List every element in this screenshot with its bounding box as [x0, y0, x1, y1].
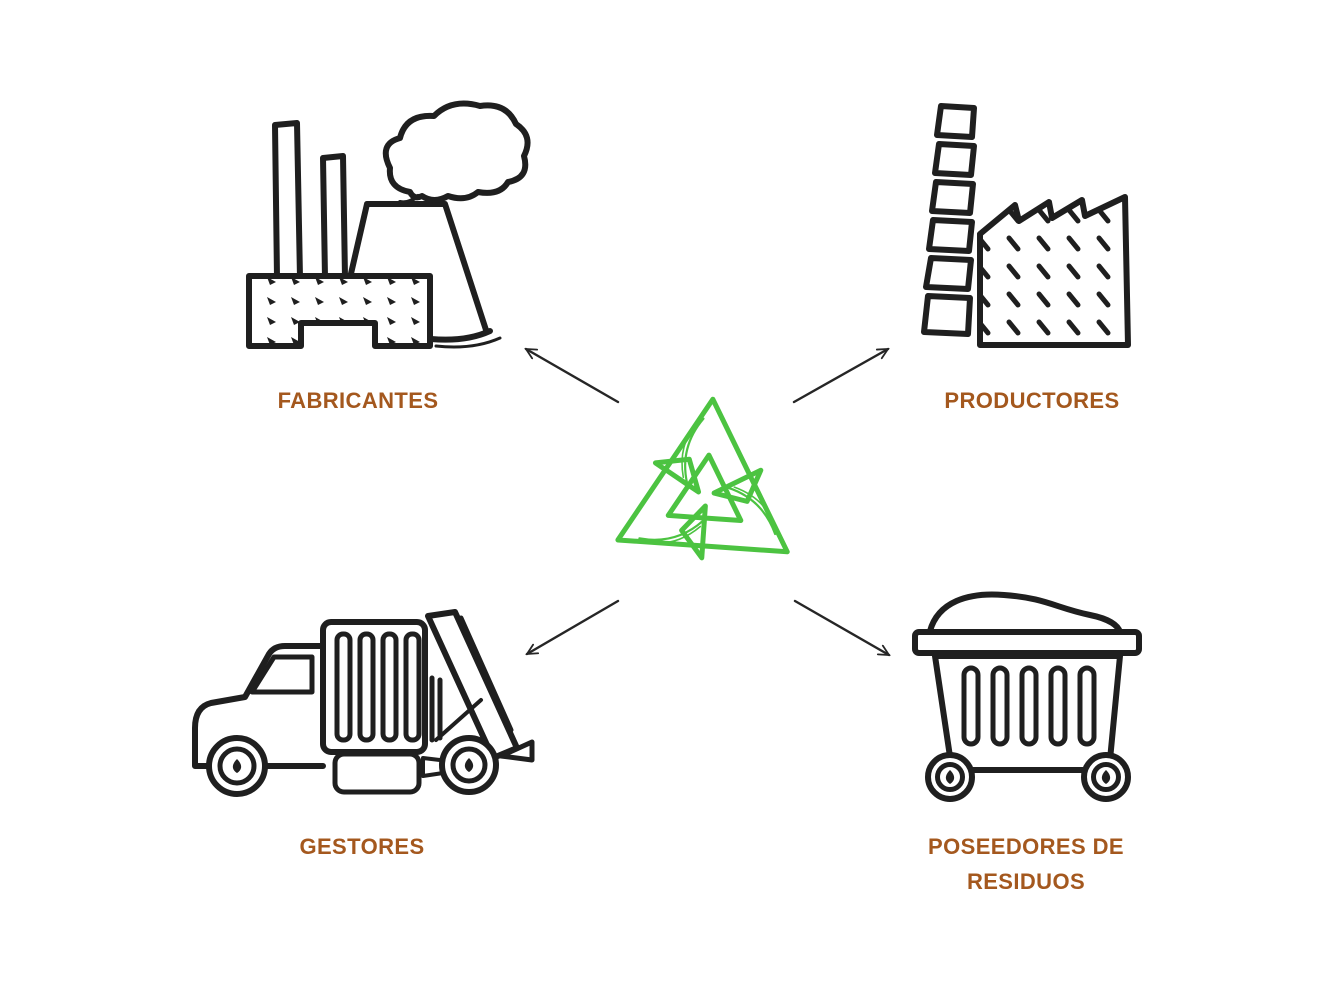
node-label-productores: PRODUCTORES [944, 388, 1120, 413]
node-label-gestores: GESTORES [299, 834, 425, 859]
node-label-fabricantes: FABRICANTES [277, 388, 439, 413]
node-label-poseedores: POSEEDORES DE RESIDUOS [928, 834, 1124, 895]
arrow-to-poseedores [793, 599, 889, 657]
arrow-to-fabricantes [526, 347, 620, 404]
arrow-to-productores [792, 347, 888, 404]
factory-chimneys-icon [246, 100, 531, 349]
node-poseedores: POSEEDORES DE RESIDUOS [908, 584, 1144, 904]
node-gestores: GESTORES [185, 608, 539, 878]
flow-arrows [500, 347, 900, 657]
arrow-to-gestores [527, 599, 620, 656]
waste-container-icon [912, 591, 1142, 802]
garbage-truck-icon [192, 609, 535, 797]
node-productores: PRODUCTORES [912, 93, 1152, 423]
node-fabricantes: FABRICANTES [238, 92, 538, 422]
recycling-arrows-icon [598, 396, 814, 605]
factory-sawtooth-icon [921, 103, 1131, 348]
